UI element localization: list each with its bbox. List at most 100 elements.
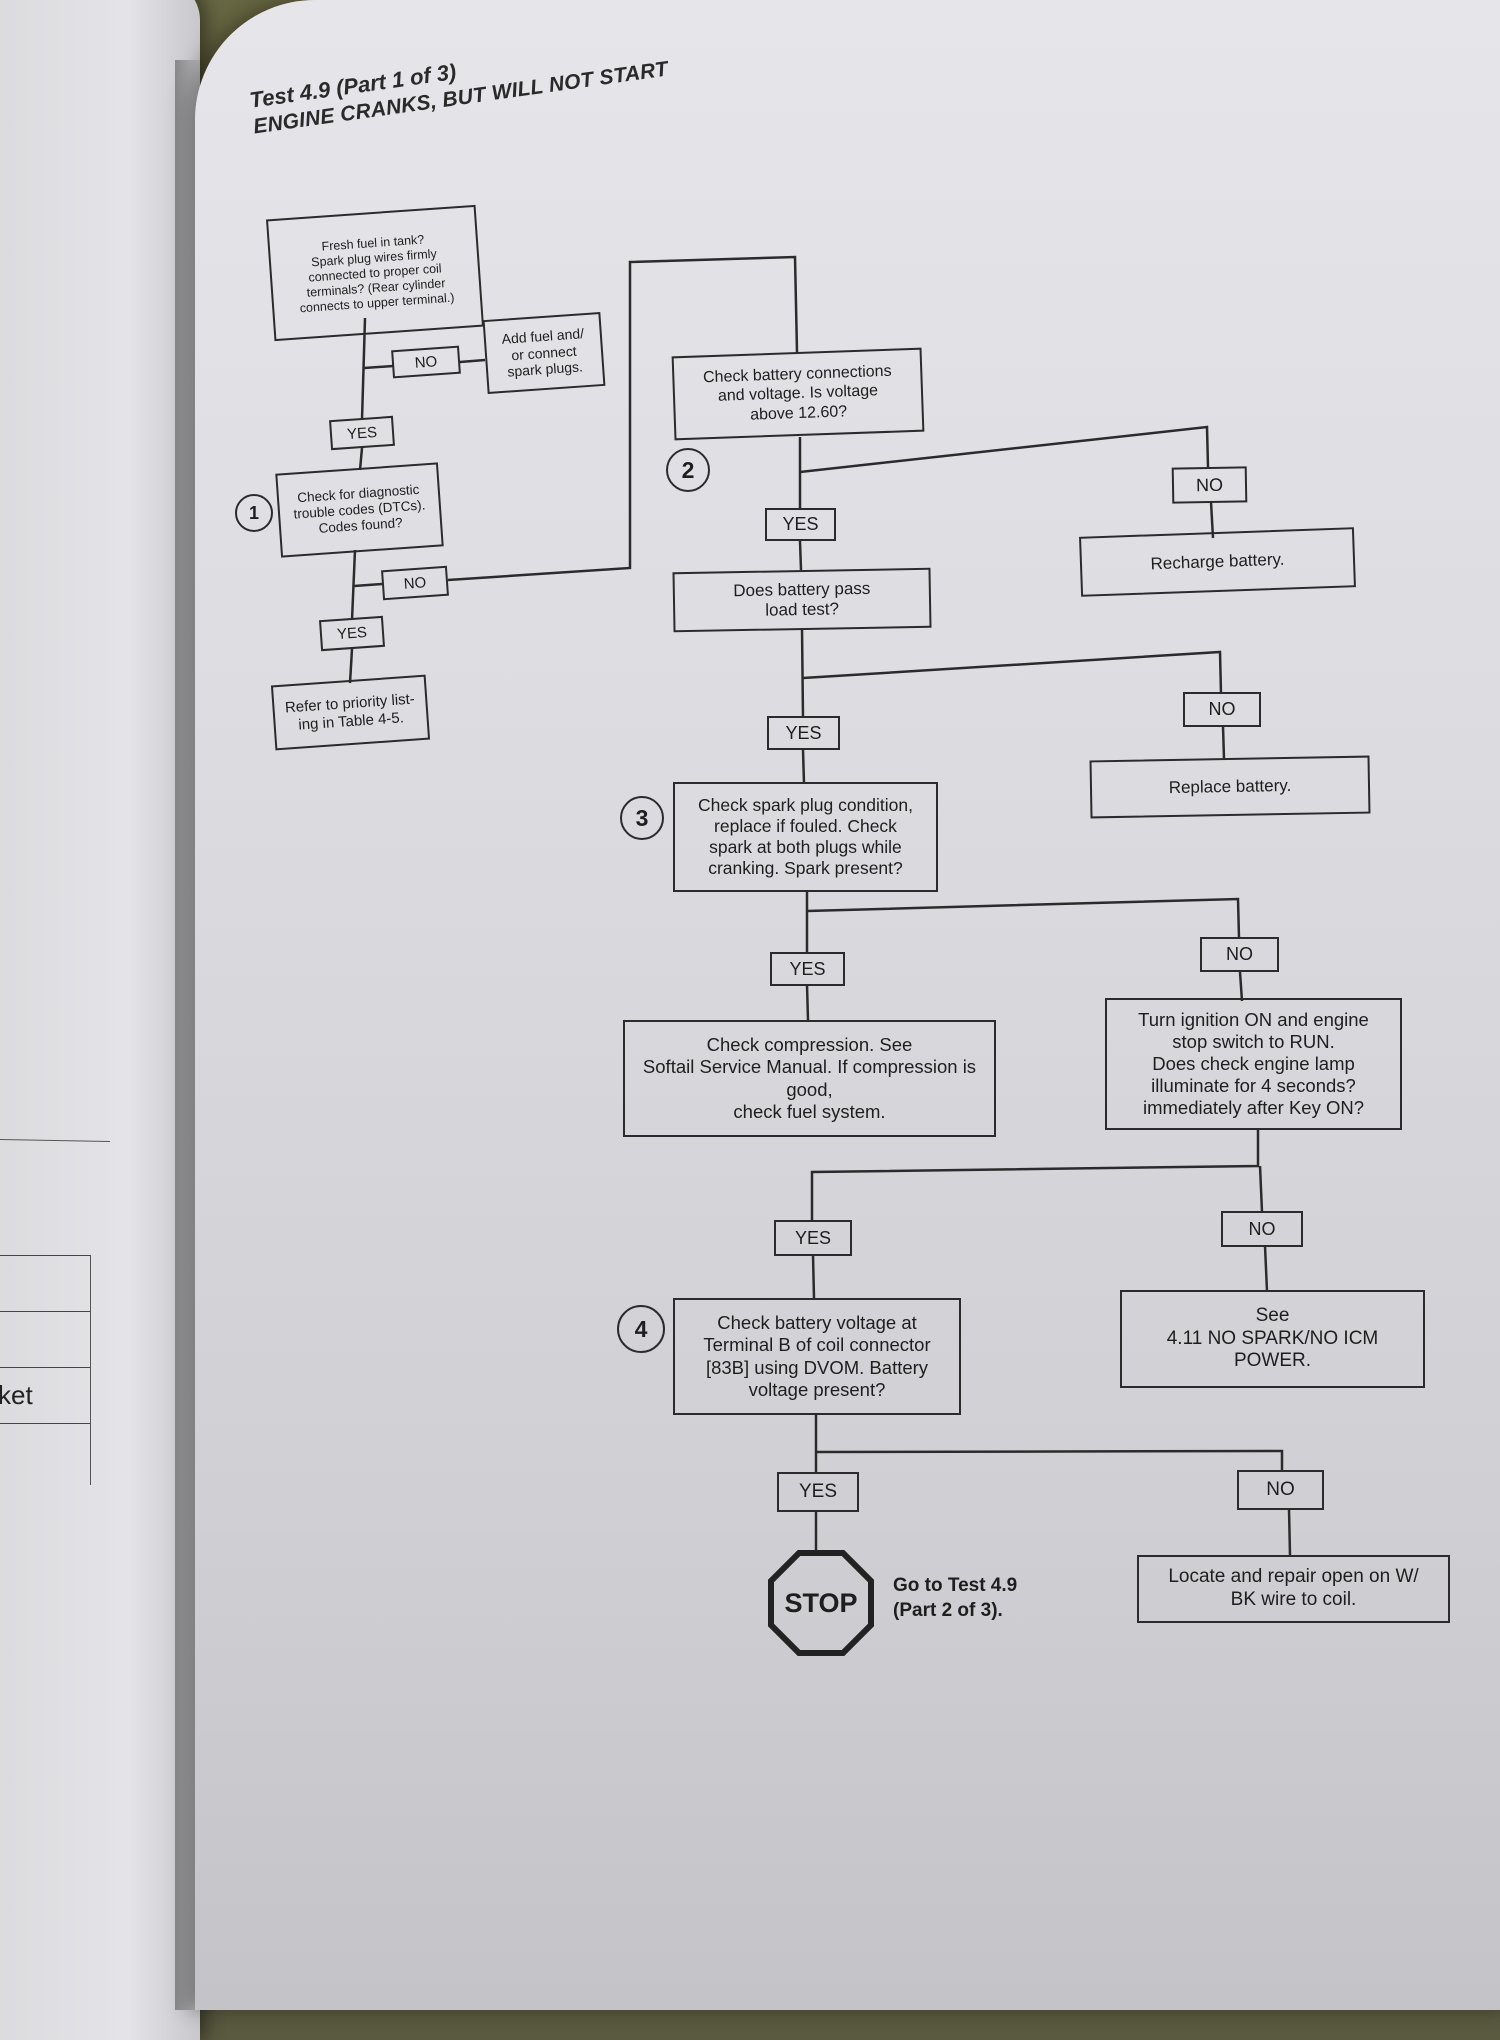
label-text: NO	[1195, 474, 1224, 495]
no-label: NO	[1200, 937, 1279, 972]
no-label: NO	[391, 345, 461, 379]
step-number: 2	[681, 456, 695, 483]
no-label: NO	[1171, 466, 1248, 504]
box-text: Fresh fuel in tank? Spark plug wires fir…	[299, 232, 455, 315]
left-table-row	[0, 1311, 90, 1367]
box-text: Does battery pass load test?	[733, 578, 871, 620]
step-number: 4	[634, 1315, 648, 1342]
yes-label: YES	[767, 716, 840, 750]
no-label: NO	[1221, 1211, 1303, 1247]
label-text: YES	[789, 958, 826, 979]
step-4-marker: 4	[617, 1305, 665, 1353]
no-label: NO	[381, 565, 449, 601]
ignition-on-box: Turn ignition ON and engine stop switch …	[1105, 998, 1402, 1130]
left-table-row	[0, 1423, 90, 1479]
connector	[811, 1254, 816, 1299]
connector	[350, 549, 357, 621]
connector	[1263, 1245, 1269, 1292]
go-to-next-part: Go to Test 4.9 (Part 2 of 3).	[893, 1575, 1018, 1621]
replace-battery-box: Replace battery.	[1089, 755, 1371, 819]
check-fuel-and-plugs-box: Fresh fuel in tank? Spark plug wires fir…	[266, 204, 484, 342]
label-text: YES	[794, 1227, 832, 1248]
repair-open-box: Locate and repair open on W/ BK wire to …	[1137, 1555, 1450, 1623]
yes-label: YES	[329, 415, 395, 451]
step-number: 3	[635, 804, 649, 831]
stop-sign-label: STOP	[784, 1587, 858, 1618]
coil-voltage-box: Check battery voltage at Terminal B of c…	[673, 1298, 961, 1415]
check-dtc-box: Check for diagnostic trouble codes (DTCs…	[275, 462, 444, 558]
box-text: Locate and repair open on W/ BK wire to …	[1168, 1566, 1419, 1610]
connector	[800, 627, 805, 719]
connector	[799, 425, 1210, 474]
connector	[802, 650, 1223, 695]
label-text: NO	[1226, 944, 1253, 964]
stop-sign-icon	[768, 1550, 874, 1656]
box-text: Recharge battery.	[1150, 549, 1285, 574]
connector	[801, 749, 806, 784]
connector	[810, 1130, 1260, 1220]
left-page-table: ket	[0, 1255, 90, 1479]
see-4-11-box: See 4.11 NO SPARK/NO ICM POWER.	[1120, 1290, 1425, 1388]
check-battery-box: Check battery connections and voltage. I…	[671, 347, 925, 441]
yes-label: YES	[765, 508, 836, 541]
check-spark-box: Check spark plug condition, replace if f…	[673, 782, 938, 892]
label-text: NO	[1208, 699, 1236, 719]
left-page	[0, 0, 200, 2040]
add-fuel-box: Add fuel and/ or connect spark plugs.	[482, 311, 606, 395]
recharge-battery-box: Recharge battery.	[1079, 527, 1356, 597]
label-text: NO	[414, 352, 438, 372]
connector	[1238, 971, 1244, 1002]
label-text: NO	[1248, 1218, 1276, 1239]
label-text: YES	[346, 423, 378, 443]
box-text: Refer to priority list- ing in Table 4-5…	[284, 690, 416, 734]
check-compression-box: Check compression. See Softail Service M…	[623, 1020, 996, 1137]
connector	[360, 317, 367, 421]
box-text: Check for diagnostic trouble codes (DTCs…	[293, 481, 426, 536]
left-table-row: ket	[0, 1367, 90, 1423]
box-text: Check battery connections and voltage. I…	[702, 362, 892, 424]
box-text: Check spark plug condition, replace if f…	[698, 795, 913, 878]
connector	[1258, 1165, 1264, 1213]
step-3-marker: 3	[620, 796, 664, 840]
connector	[1287, 1508, 1292, 1556]
left-table-fragment: ket	[0, 1380, 33, 1410]
box-text: Check battery voltage at Terminal B of c…	[703, 1312, 931, 1400]
load-test-box: Does battery pass load test?	[672, 567, 932, 633]
connector	[363, 364, 394, 370]
box-text: Check compression. See Softail Service M…	[642, 1034, 977, 1122]
no-label: NO	[1237, 1470, 1324, 1510]
connector	[1221, 725, 1226, 760]
label-text: NO	[403, 573, 427, 593]
left-table-border	[90, 1255, 91, 1485]
yes-label: YES	[770, 952, 845, 986]
connector	[806, 897, 1241, 939]
box-text: Replace battery.	[1168, 775, 1292, 797]
label-text: NO	[1266, 1479, 1295, 1500]
box-text: See 4.11 NO SPARK/NO ICM POWER.	[1166, 1304, 1379, 1372]
manual-page	[195, 0, 1500, 2010]
connector	[1209, 501, 1215, 539]
refer-priority-box: Refer to priority list- ing in Table 4-5…	[270, 674, 431, 751]
step-2-marker: 2	[666, 448, 710, 492]
label-text: YES	[798, 1481, 838, 1502]
connector	[459, 358, 486, 364]
connector	[348, 648, 354, 684]
yes-label: YES	[777, 1472, 859, 1512]
box-text: Add fuel and/ or connect spark plugs.	[501, 324, 585, 380]
no-label: NO	[1183, 692, 1261, 727]
box-text: Turn ignition ON and engine stop switch …	[1138, 1008, 1369, 1119]
connector	[447, 255, 799, 582]
yes-label: YES	[774, 1220, 852, 1256]
connector	[805, 984, 810, 1021]
yes-label: YES	[318, 615, 386, 652]
label-text: YES	[336, 623, 368, 644]
connector	[353, 582, 383, 588]
connector	[815, 1449, 1284, 1472]
connector	[358, 447, 364, 471]
label-text: YES	[785, 722, 822, 743]
step-1-marker: 1	[235, 494, 273, 532]
connector	[798, 540, 803, 571]
label-text: YES	[782, 514, 819, 534]
left-table-row	[0, 1255, 90, 1311]
